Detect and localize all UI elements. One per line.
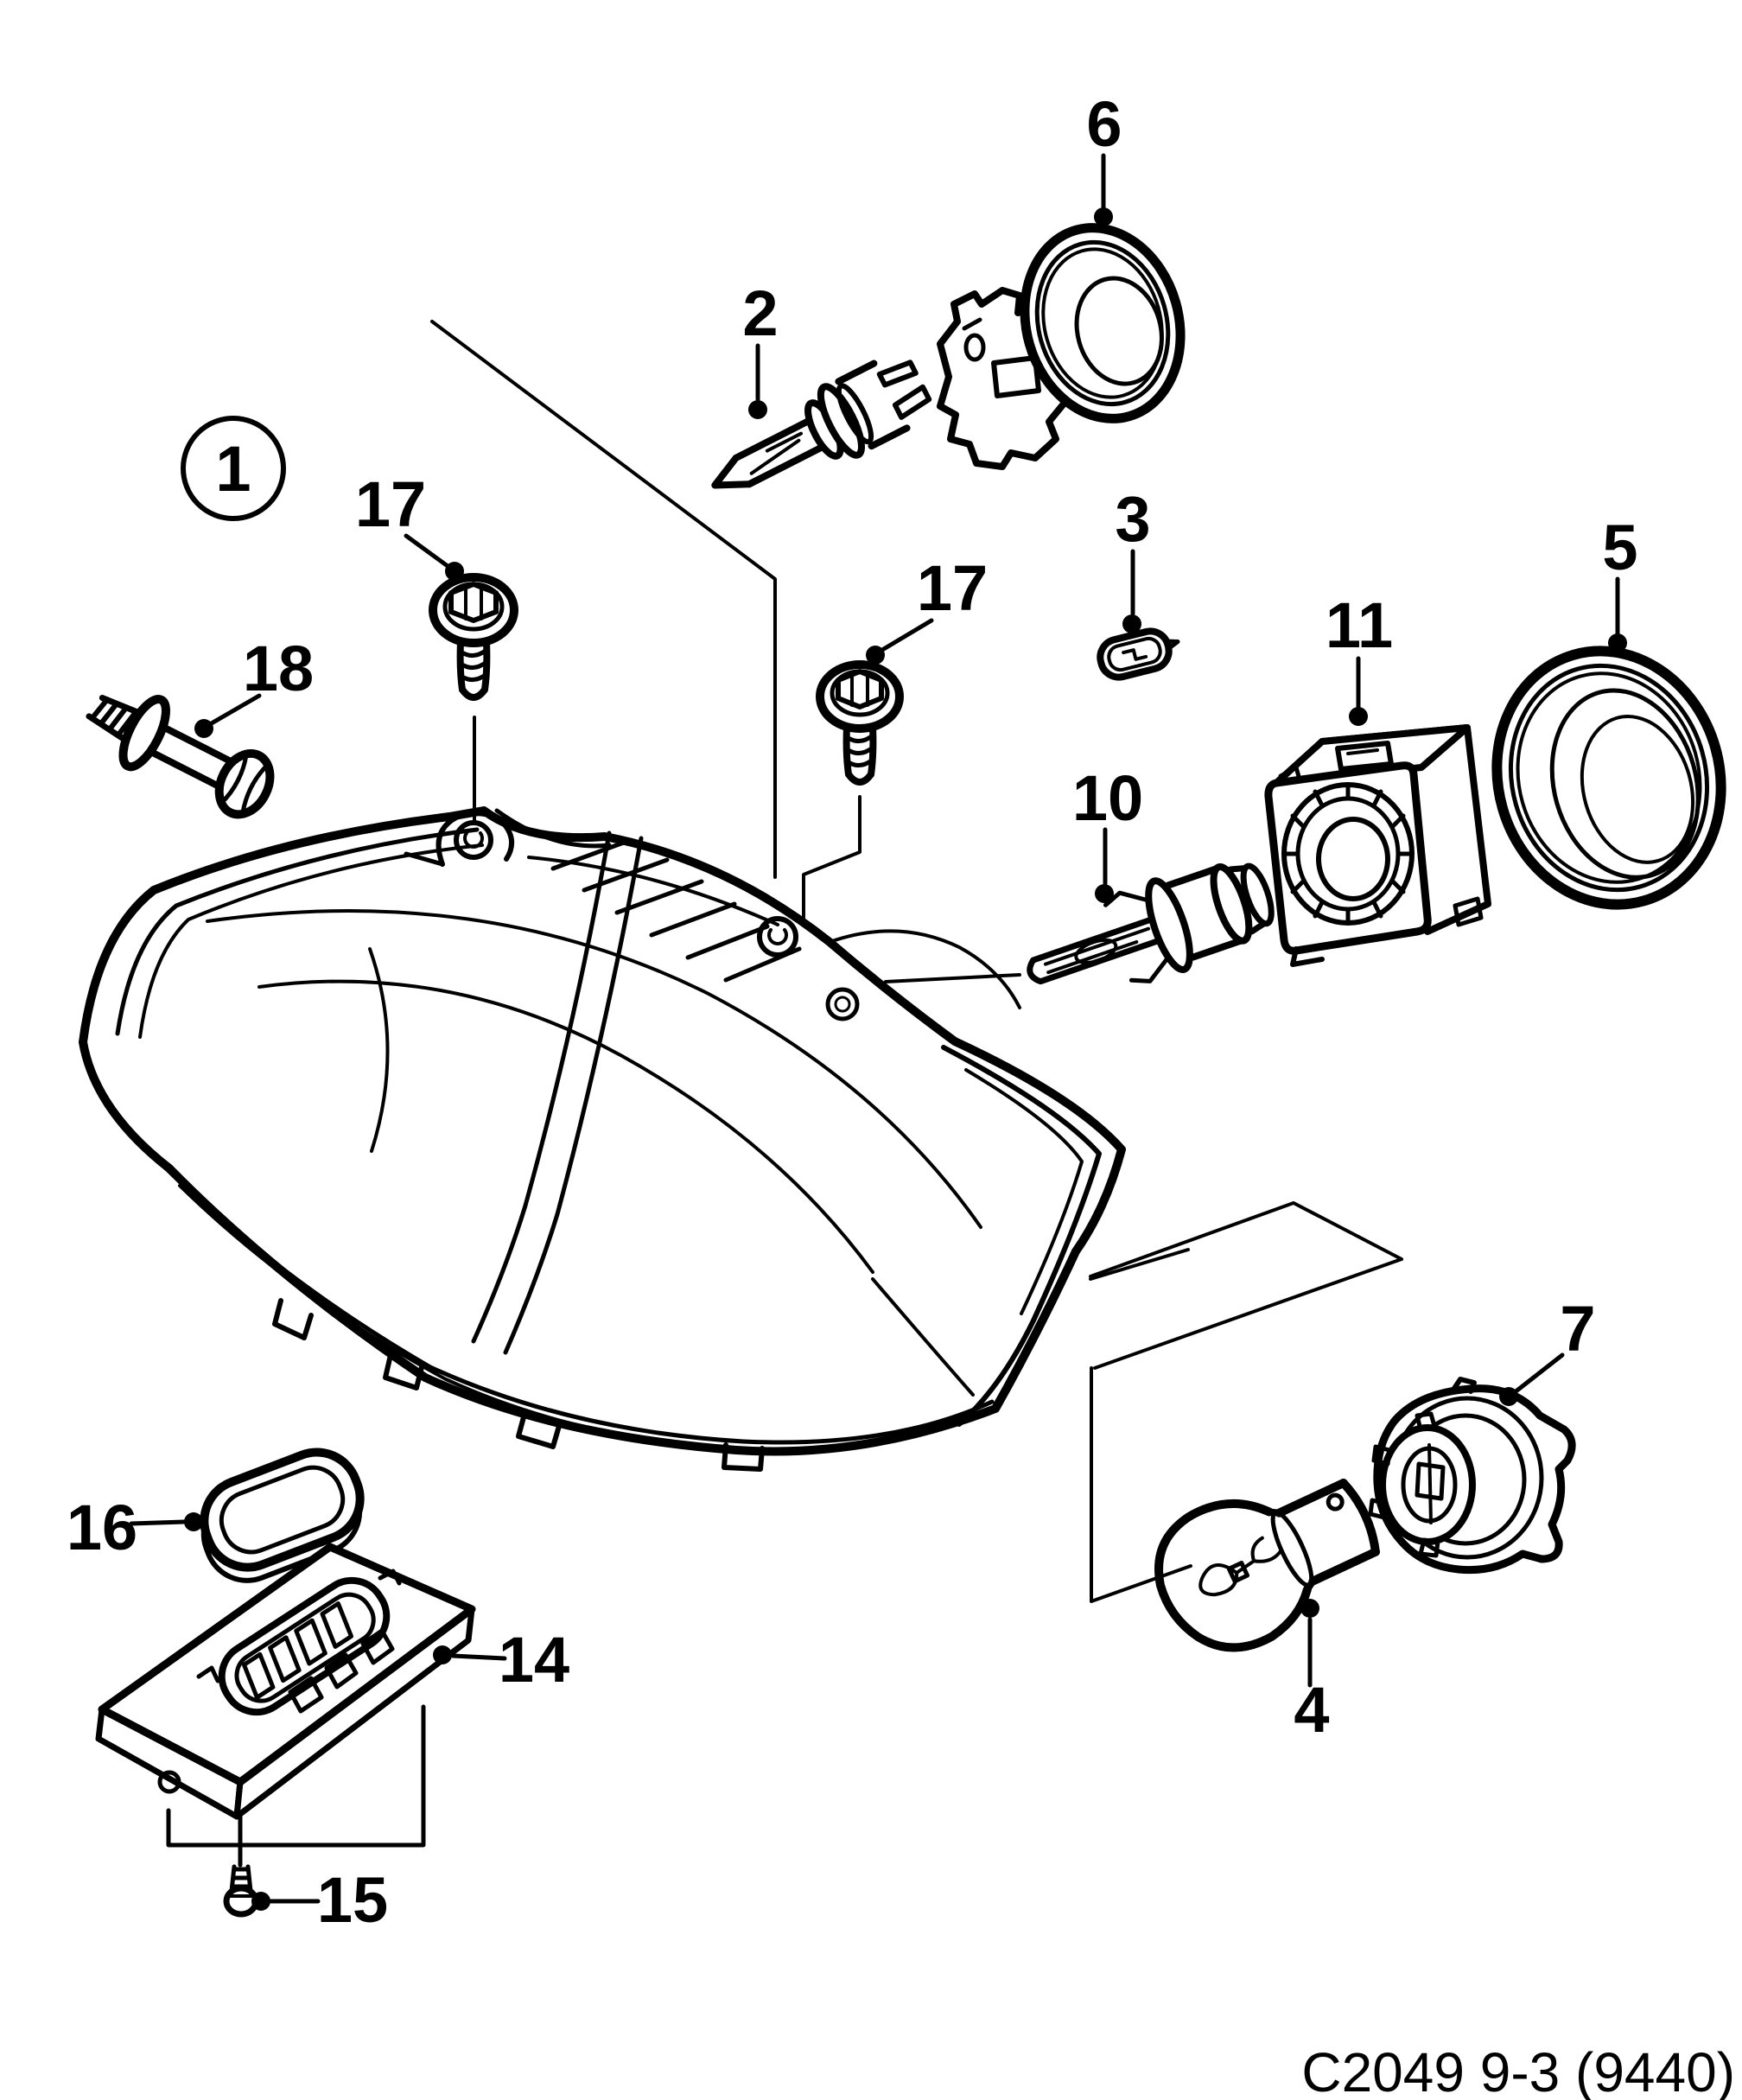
part-round-cover-6 bbox=[1020, 223, 1186, 423]
gear-teeth bbox=[1281, 782, 1415, 926]
callout-17-front[interactable]: 17 bbox=[355, 468, 426, 540]
callout-1[interactable]: 1 bbox=[215, 433, 251, 505]
callout-6[interactable]: 6 bbox=[1086, 88, 1122, 160]
callout-15[interactable]: 15 bbox=[317, 1864, 388, 1936]
callout-leaders bbox=[129, 153, 1627, 1911]
part-retaining-clip-3 bbox=[1097, 627, 1180, 681]
callout-16[interactable]: 16 bbox=[67, 1492, 137, 1563]
part-mounting-bolt-18 bbox=[86, 695, 275, 819]
ballast-bracket-lines bbox=[166, 1704, 426, 1868]
part-ballast-screw-15 bbox=[223, 1864, 259, 1918]
part-mounting-screw-17-front bbox=[429, 573, 518, 701]
callout-14[interactable]: 14 bbox=[499, 1624, 569, 1696]
ballast-connector bbox=[218, 1576, 391, 1716]
callout-5[interactable]: 5 bbox=[1602, 512, 1637, 583]
part-ignition-unit-11 bbox=[1264, 724, 1491, 967]
part-bulb-socket-7 bbox=[1368, 1377, 1576, 1575]
callout-7[interactable]: 7 bbox=[1560, 1293, 1595, 1365]
callout-10[interactable]: 10 bbox=[1072, 762, 1143, 834]
part-xenon-bulb-10 bbox=[1027, 862, 1275, 985]
part-headlamp-assembly bbox=[79, 806, 1126, 1472]
part-ballast-unit-14 bbox=[95, 1543, 476, 1820]
part-mounting-screw-17-rear bbox=[816, 660, 904, 786]
callout-18[interactable]: 18 bbox=[243, 633, 314, 704]
part-gasket-16 bbox=[200, 1448, 365, 1583]
callout-1-circle bbox=[181, 416, 286, 521]
part-signal-bulb-4 bbox=[1154, 1479, 1380, 1652]
callout-2[interactable]: 2 bbox=[742, 277, 778, 349]
diagram-caption: C2049 9-3 (9440) bbox=[1301, 2041, 1735, 2100]
part-halogen-bulb-2 bbox=[711, 360, 932, 489]
callout-labels: 1 2 3 4 5 6 7 10 11 14 15 16 17 17 18 bbox=[67, 88, 1638, 1936]
callout-17-rear[interactable]: 17 bbox=[917, 552, 988, 624]
part-round-cover-5 bbox=[1491, 646, 1726, 910]
pointer-lines bbox=[430, 320, 1403, 1603]
callout-3[interactable]: 3 bbox=[1115, 483, 1150, 555]
callout-4[interactable]: 4 bbox=[1294, 1674, 1329, 1746]
callout-11[interactable]: 11 bbox=[1326, 589, 1393, 661]
